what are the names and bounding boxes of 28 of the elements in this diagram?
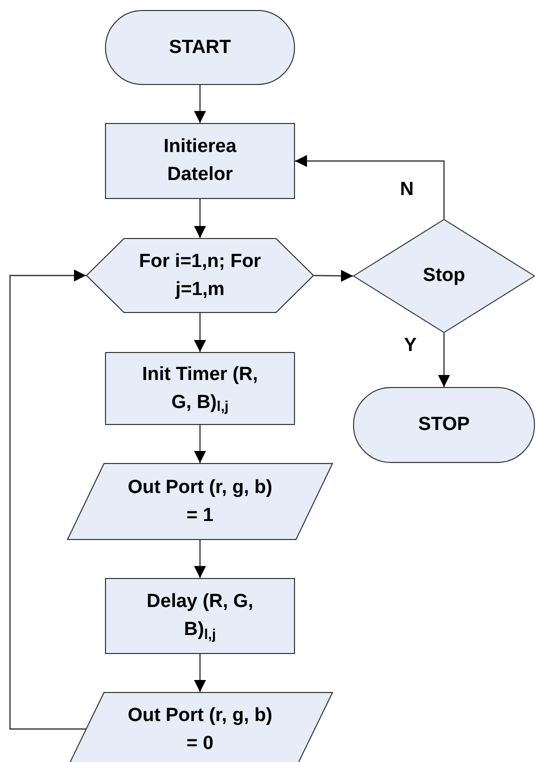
node-text: Init Timer (R, G, B)$_{l,j}$	[141, 362, 259, 416]
arrow	[194, 199, 206, 238]
arrow	[295, 155, 445, 219]
terminal-shape	[353, 387, 535, 463]
node-text: Delay (R, G, B)$_{l,j}$	[146, 590, 254, 644]
node-text: Out Port (r, g, b) = 1	[126, 476, 274, 528]
io-parallelogram	[67, 463, 333, 540]
loop-hexagon	[86, 238, 314, 313]
node-text: Out Port (r, g, b) = 0	[126, 704, 274, 756]
arrow	[194, 540, 206, 578]
arrow	[9, 270, 86, 730]
process-box	[105, 123, 295, 199]
process-box	[105, 578, 295, 654]
decision-diamond	[353, 219, 535, 333]
process-box	[105, 352, 295, 425]
node-text: STOP	[418, 413, 470, 437]
arrow	[438, 333, 450, 387]
arrow	[194, 85, 206, 123]
node-text: Stop	[422, 264, 466, 288]
arrow	[194, 313, 206, 352]
terminal-shape	[105, 10, 295, 85]
node-text: For i=1,n; For j=1,m	[138, 250, 262, 302]
arrow	[314, 270, 353, 282]
io-parallelogram	[67, 692, 333, 762]
node-text: START	[169, 36, 231, 60]
node-text: Initierea Datelor	[162, 135, 238, 187]
arrow	[194, 425, 206, 463]
arrow	[194, 654, 206, 692]
